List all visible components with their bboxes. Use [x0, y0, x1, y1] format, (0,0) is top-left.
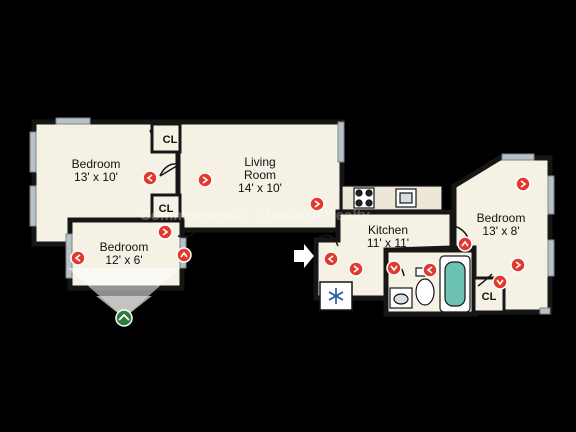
room-name-bedroom-3: Bedroom — [477, 211, 526, 225]
closet-label: CL — [482, 291, 497, 303]
photo-marker-icon[interactable] — [386, 260, 402, 276]
closet-1 — [150, 122, 182, 154]
room-size-bedroom-1: 13' x 10' — [74, 170, 118, 184]
snowflake-icon — [328, 288, 344, 304]
door-swing — [177, 227, 199, 238]
window — [547, 175, 555, 215]
door-swing — [159, 163, 181, 177]
window — [29, 185, 37, 227]
entry-arrow-icon — [294, 244, 314, 268]
door-swing — [317, 234, 339, 247]
photo-marker-icon[interactable] — [492, 274, 508, 290]
photo-marker-icon[interactable] — [323, 251, 339, 267]
door-swing — [477, 273, 493, 287]
photo-marker-icon[interactable] — [510, 257, 526, 273]
room-name-kitchen: Kitchen — [368, 223, 408, 237]
camera-cone — [68, 268, 180, 318]
watermark: Commonwealth Standard Realty — [140, 207, 371, 224]
room-name-bedroom-1: Bedroom — [72, 157, 121, 171]
room-size-bedroom-3: 13' x 8' — [482, 224, 519, 238]
photo-marker-icon[interactable] — [142, 170, 158, 186]
closets — [150, 122, 506, 314]
room-name-bedroom-2: Bedroom — [100, 240, 149, 254]
camera-view-icon[interactable] — [115, 309, 133, 327]
window — [539, 307, 551, 315]
door-swing — [159, 163, 181, 177]
closet-label: CL — [163, 134, 178, 146]
fridge-box — [319, 281, 353, 311]
window — [29, 131, 37, 173]
window — [55, 117, 91, 125]
camera-cone-edge — [96, 296, 152, 318]
room-size-bedroom-2: 12' x 6' — [105, 253, 142, 267]
photo-marker-icon[interactable] — [176, 247, 192, 263]
window — [547, 239, 555, 277]
bathtub-icon — [439, 255, 471, 313]
photo-markers — [70, 170, 531, 290]
fridge — [319, 281, 353, 311]
photo-marker-icon[interactable] — [457, 236, 473, 252]
camera-view — [68, 268, 180, 327]
closet-label: CL — [159, 203, 174, 215]
kitchen-counters — [341, 185, 443, 211]
photo-marker-icon[interactable] — [422, 262, 438, 278]
closet-2 — [150, 193, 182, 221]
photo-marker-icon[interactable] — [197, 172, 213, 188]
room-size-living: 14' x 10' — [238, 181, 282, 195]
photo-marker-icon[interactable] — [157, 224, 173, 240]
door-swing — [149, 129, 154, 153]
photo-marker-icon[interactable] — [309, 196, 325, 212]
window — [337, 121, 345, 163]
photo-marker-icon[interactable] — [70, 250, 86, 266]
window — [501, 153, 535, 161]
photo-marker-icon[interactable] — [515, 176, 531, 192]
room-size-kitchen: 11' x 11' — [367, 236, 409, 250]
photo-marker-icon[interactable] — [348, 261, 364, 277]
